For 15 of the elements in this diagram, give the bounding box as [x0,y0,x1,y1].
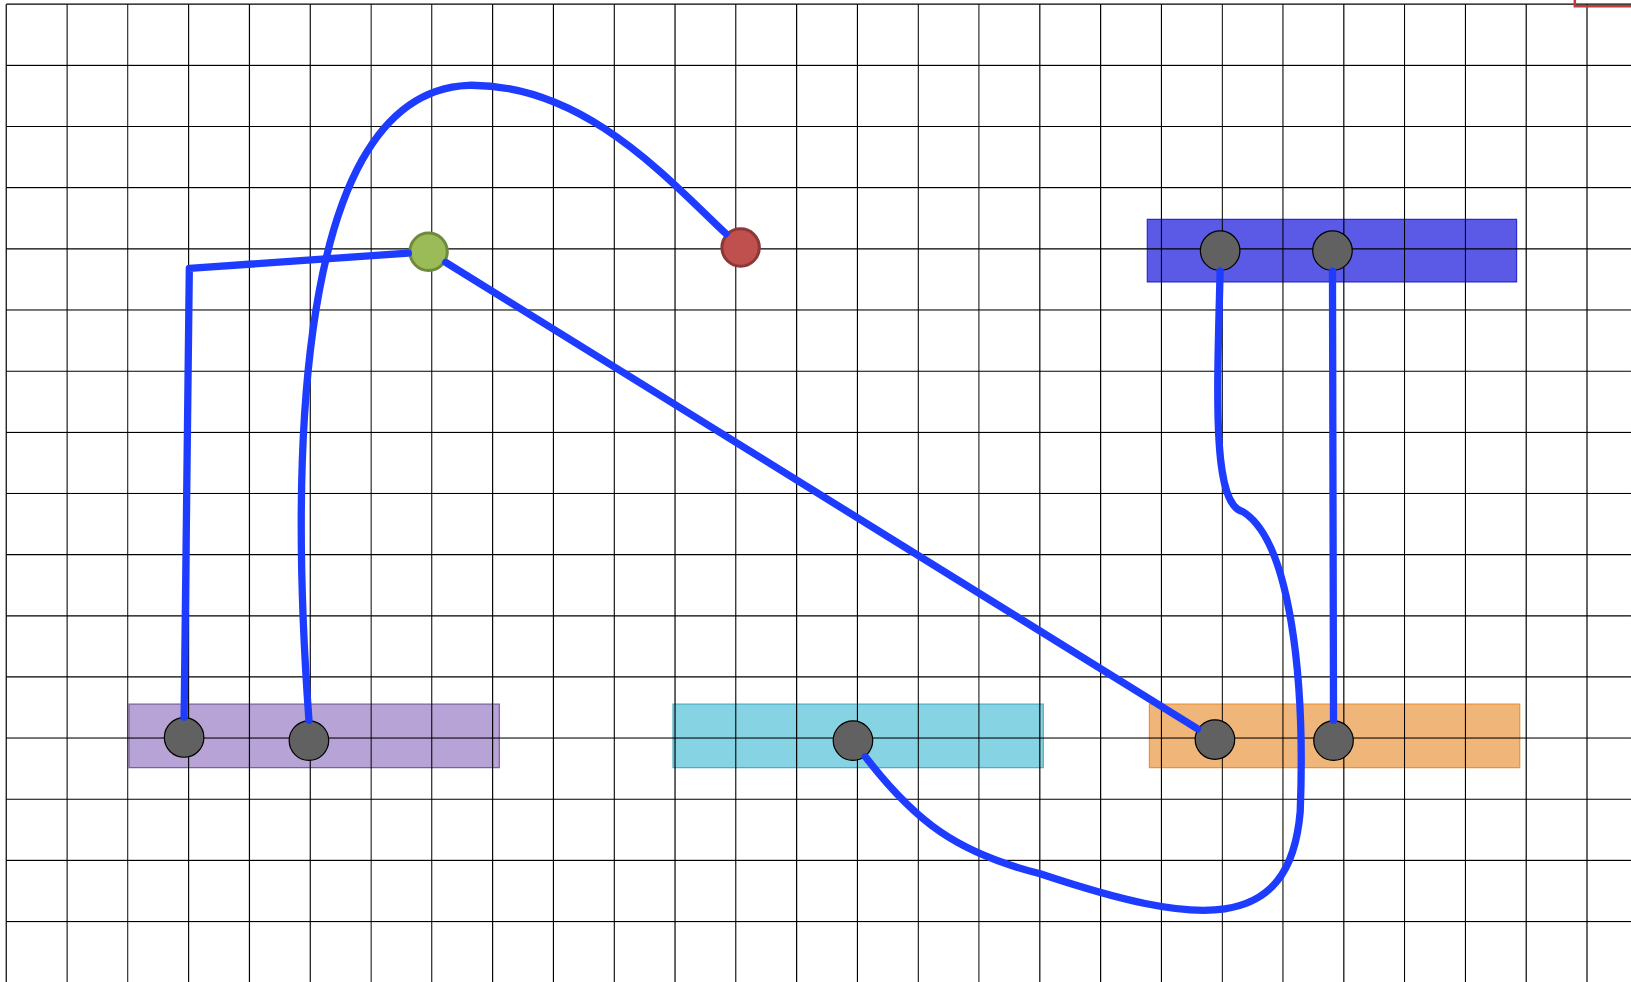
connector-dot [1194,719,1236,760]
endpoint-dot [720,227,761,268]
wire [861,267,1305,914]
connector-dot [1313,720,1354,761]
connector-dot [163,717,205,758]
wire [180,249,413,721]
wire [442,258,1202,733]
endpoint-dot [408,231,449,272]
connector-dot [832,720,874,761]
connector-dot [1312,230,1353,272]
connector-dot [288,720,330,761]
connector-dot [1199,230,1241,272]
bar [672,703,1044,769]
wire [297,81,730,724]
wire [1328,267,1338,724]
